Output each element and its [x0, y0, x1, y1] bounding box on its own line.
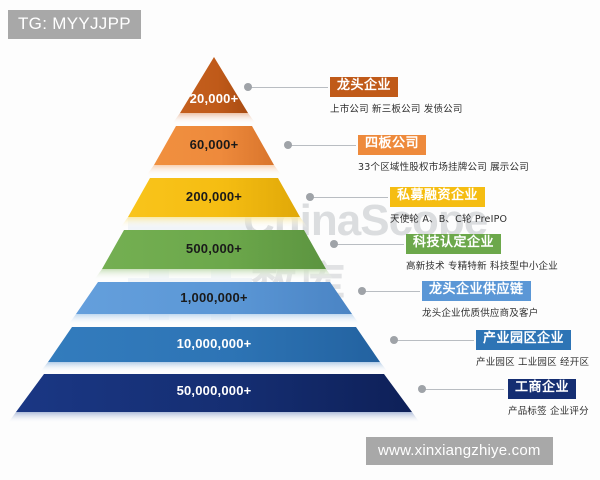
connector-dot-3: [306, 193, 314, 201]
tier-sub-3: 天使轮 A、B、C轮 PreIPO: [390, 213, 508, 225]
pyramid-tier-5-value: 1,000,000+: [180, 290, 248, 305]
connector-dot-5: [358, 287, 366, 295]
connector-line-5: [358, 287, 420, 295]
connector-dot-1: [244, 83, 252, 91]
tier-sub-1: 上市公司 新三板公司 发债公司: [330, 103, 463, 115]
telegram-watermark: TG: MYYJJPP: [8, 10, 141, 39]
connector-dot-4: [330, 240, 338, 248]
tier-badge-4[interactable]: 科技认定企业: [406, 234, 502, 254]
pyramid-tier-7-value: 50,000,000+: [176, 383, 252, 398]
tier-badge-7[interactable]: 工商企业: [508, 379, 577, 399]
site-url-watermark: www.xinxiangzhiye.com: [366, 437, 553, 465]
tier-sub-5: 龙头企业优质供应商及客户: [422, 307, 539, 319]
pyramid-tier-1-shape: [172, 57, 256, 124]
pyramid-tier-3-value: 200,000+: [185, 189, 243, 204]
tier-sub-4: 高新技术 专精特新 科技型中小企业: [406, 260, 558, 272]
connector-line-6: [390, 336, 474, 344]
connector-line-7: [418, 385, 504, 393]
tier-badge-5[interactable]: 龙头企业供应链: [422, 281, 531, 301]
connector-line-1: [244, 83, 328, 91]
tier-sub-7: 产品标签 企业评分: [508, 405, 589, 417]
tier-label-group-7[interactable]: 工商企业 产品标签 企业评分: [508, 378, 589, 417]
tier-label-group-5[interactable]: 龙头企业供应链 龙头企业优质供应商及客户: [422, 280, 538, 319]
connector-dot-6: [390, 336, 398, 344]
pyramid-tier-6-value: 10,000,000+: [176, 336, 252, 351]
tier-badge-3[interactable]: 私募融资企业: [390, 187, 486, 207]
pyramid-tier-7-shape: [8, 374, 420, 423]
pyramid-tier-2-shape: [146, 126, 282, 176]
tier-label-group-3[interactable]: 私募融资企业 天使轮 A、B、C轮 PreIPO: [390, 186, 507, 225]
pyramid-tier-3-shape: [120, 178, 308, 228]
tier-label-group-2[interactable]: 四板公司 33个区域性股权市场挂牌公司 展示公司: [358, 134, 529, 173]
tier-badge-6[interactable]: 产业园区企业: [476, 330, 572, 350]
pyramid-tier-4-value: 500,000+: [185, 241, 243, 256]
pyramid-tier-4-shape: [94, 230, 334, 280]
pyramid-tier-5-shape: [68, 282, 360, 325]
tier-label-group-4[interactable]: 科技认定企业 高新技术 专精特新 科技型中小企业: [406, 233, 558, 272]
connector-line-4: [330, 240, 404, 248]
pyramid-tier-1-value: 20,000+: [189, 91, 239, 106]
pyramid-tier-2-value: 60,000+: [189, 137, 239, 152]
tier-badge-2[interactable]: 四板公司: [358, 135, 427, 155]
tier-label-group-6[interactable]: 产业园区企业 产业园区 工业园区 经开区: [476, 329, 589, 368]
connector-line-3: [306, 193, 388, 201]
tier-badge-1[interactable]: 龙头企业: [330, 77, 399, 97]
tier-sub-6: 产业园区 工业园区 经开区: [476, 356, 590, 368]
tier-sub-2: 33个区域性股权市场挂牌公司 展示公司: [358, 161, 529, 173]
pyramid-tier-6-shape: [40, 327, 388, 372]
connector-line-2: [284, 141, 356, 149]
connector-dot-2: [284, 141, 292, 149]
connector-dot-7: [418, 385, 426, 393]
tier-label-group-1[interactable]: 龙头企业 上市公司 新三板公司 发债公司: [330, 76, 463, 115]
